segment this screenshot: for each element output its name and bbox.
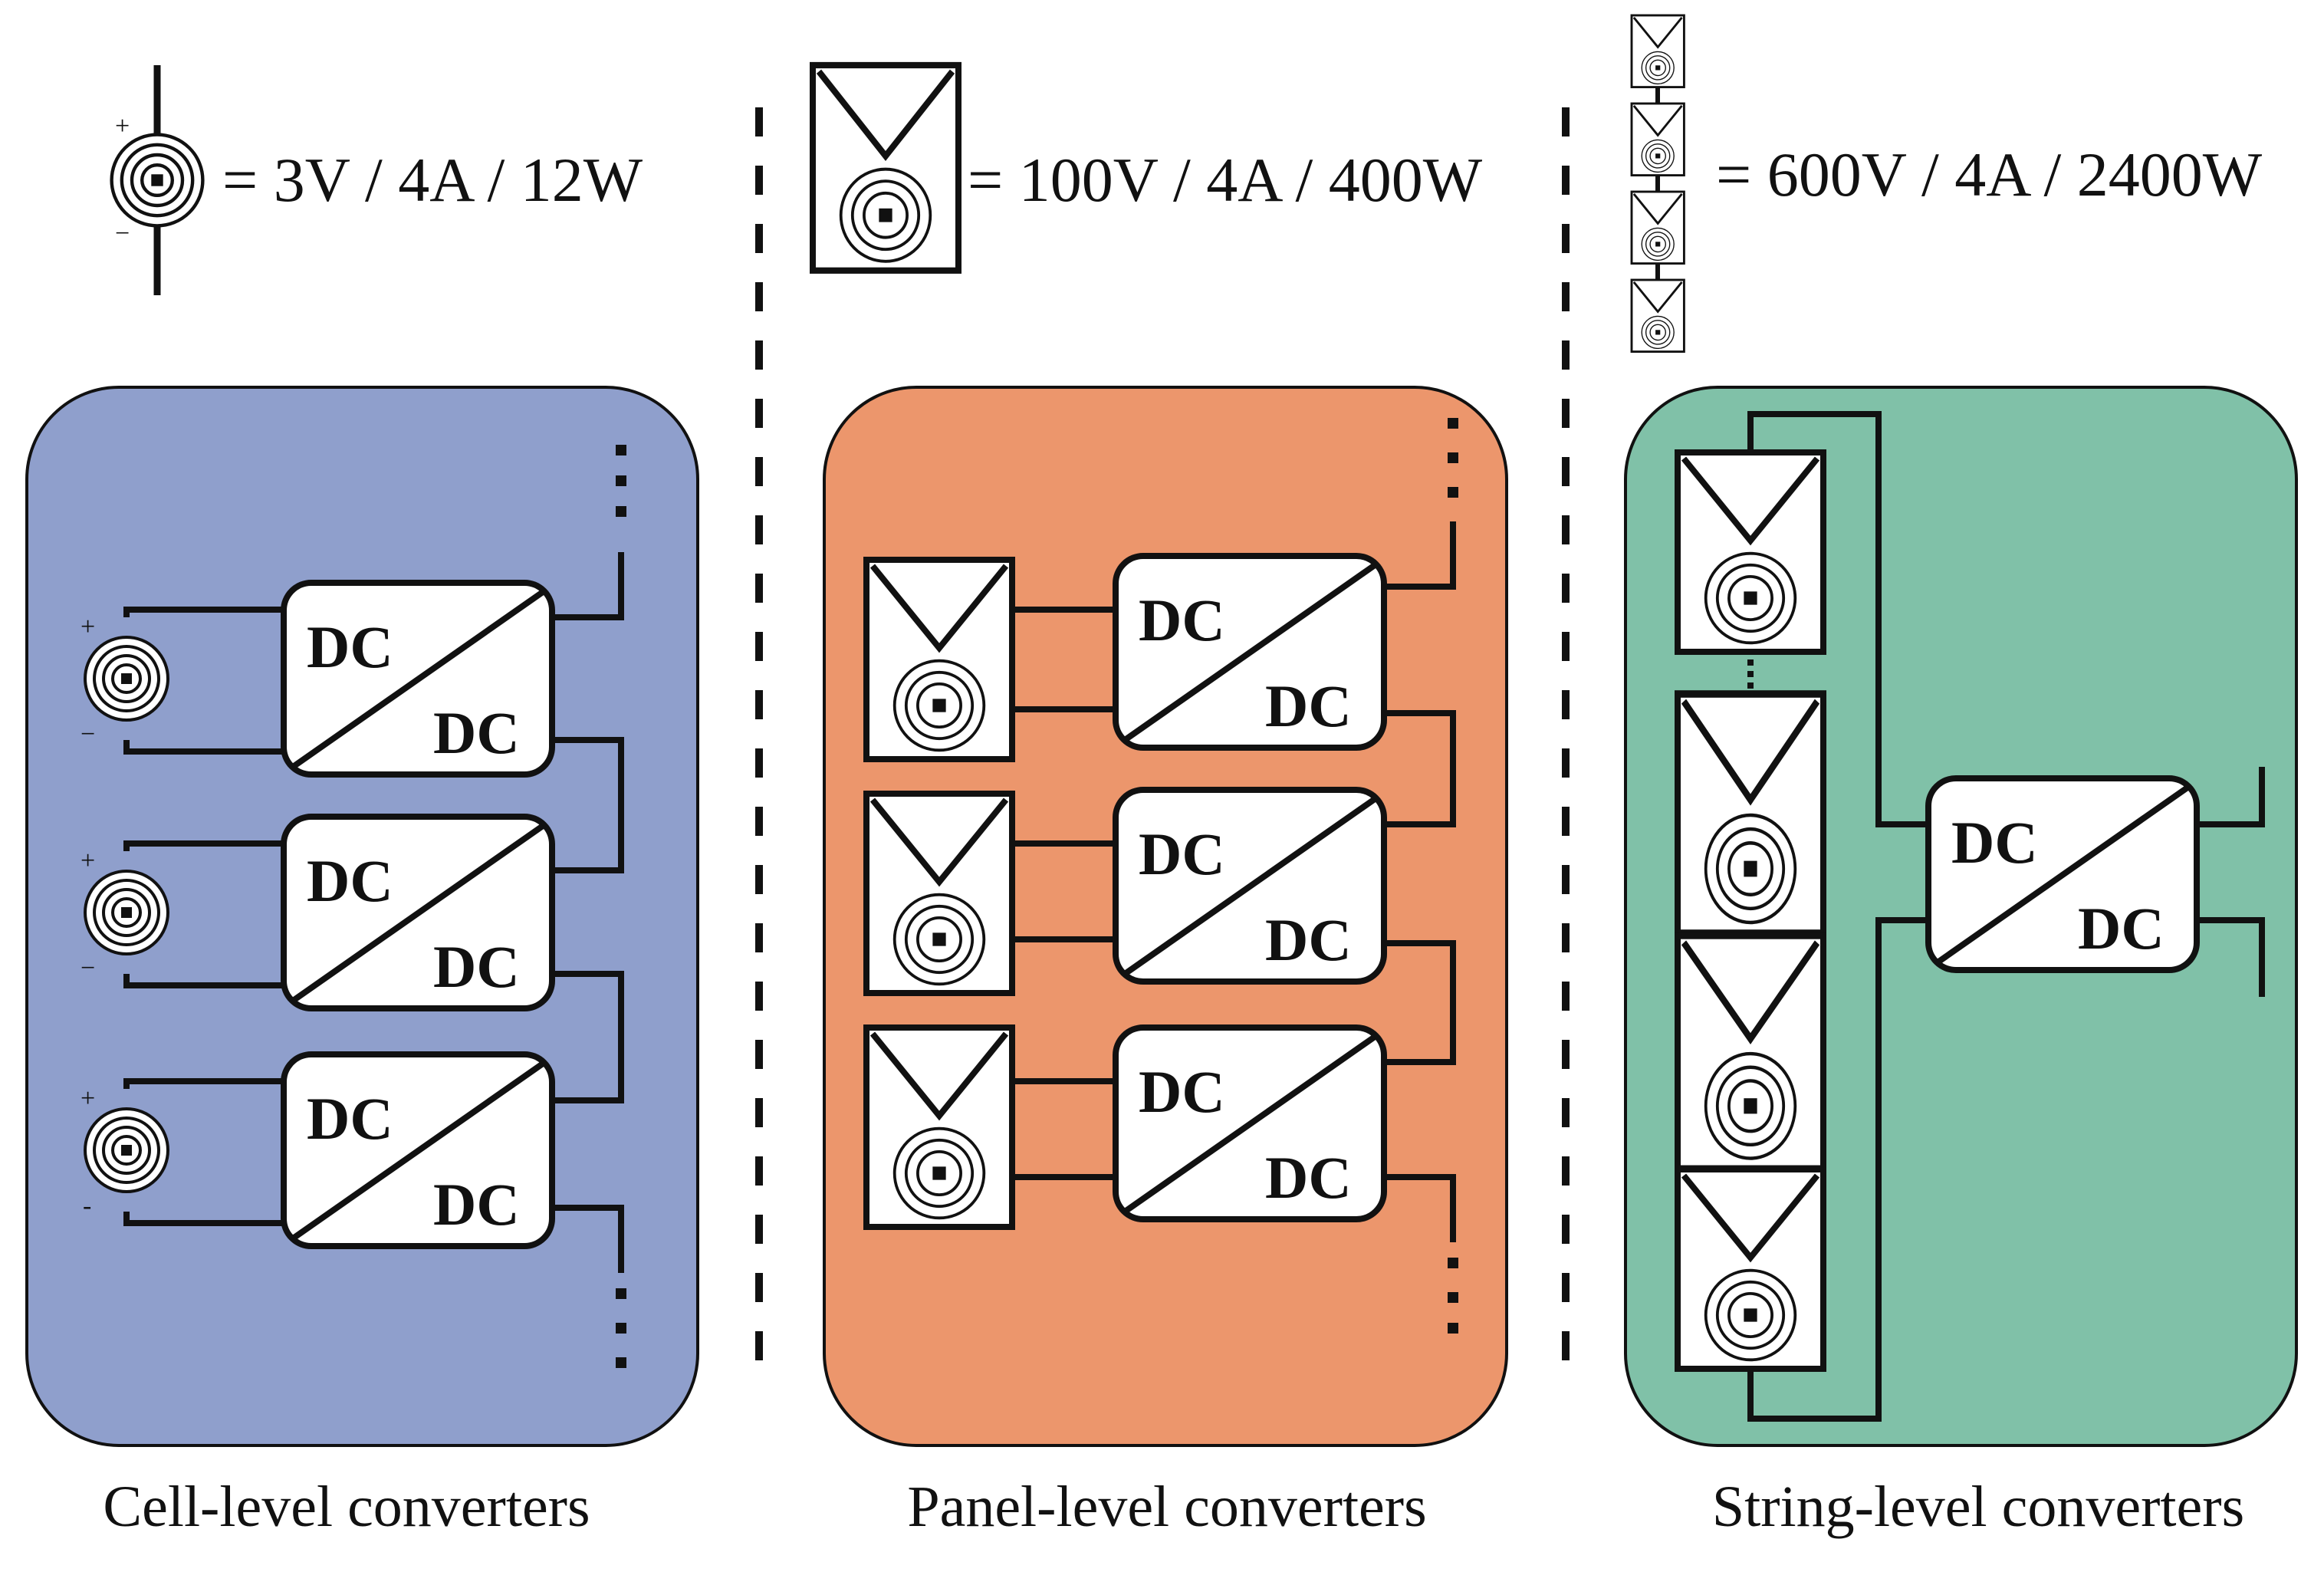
pv-panel-icon bbox=[1678, 694, 1823, 933]
dc-dc-converter: DC DC bbox=[1928, 778, 2197, 970]
pv-cell-icon bbox=[84, 636, 169, 722]
converter-output-label: DC bbox=[433, 1171, 520, 1238]
dc-dc-converter: DC DC bbox=[1116, 556, 1384, 748]
converter-input-label: DC bbox=[307, 1085, 393, 1152]
pv-panel-icon bbox=[866, 560, 1012, 759]
minus-sign: − bbox=[115, 219, 130, 248]
converter-input-label: DC bbox=[1139, 1058, 1225, 1125]
pv-string bbox=[1678, 452, 1823, 1369]
converter-input-label: DC bbox=[307, 847, 393, 914]
converter-input-label: DC bbox=[1139, 587, 1225, 653]
converter-output-label: DC bbox=[433, 933, 520, 1000]
minus-sign: - bbox=[83, 1192, 91, 1220]
legend-cell-rating: = 3V / 4A / 12W bbox=[222, 145, 643, 215]
legend-string-rating: = 600V / 4A / 2400W bbox=[1716, 140, 2263, 209]
legend-string: = 600V / 4A / 2400W bbox=[1630, 14, 2263, 354]
converter-output-label: DC bbox=[1265, 673, 1352, 739]
converter-output-label: DC bbox=[2078, 895, 2165, 962]
legend-panel: = 100V / 4A / 400W bbox=[813, 65, 1483, 271]
pv-cell-icon bbox=[84, 870, 169, 955]
pv-panel-icon bbox=[1678, 1169, 1823, 1369]
legend-panel-rating: = 100V / 4A / 400W bbox=[968, 145, 1483, 215]
minus-sign: − bbox=[81, 720, 95, 748]
pv-cell-icon bbox=[112, 135, 203, 226]
cell-converter-unit: + − DC DC bbox=[81, 817, 552, 1008]
plus-sign: + bbox=[81, 613, 95, 641]
plus-sign: + bbox=[115, 112, 130, 140]
pv-panel-icon bbox=[813, 65, 958, 271]
plus-sign: + bbox=[81, 1084, 95, 1113]
pv-string-icon bbox=[1630, 14, 1685, 354]
dc-dc-converter: DC DC bbox=[284, 817, 552, 1008]
string-level-group: DC DC String-level converters bbox=[1624, 386, 2298, 1539]
panel-level-group: DC DC DC DC DC DC Panel-level convert bbox=[823, 386, 1508, 1539]
pv-panel-icon bbox=[1678, 452, 1823, 652]
panel-converter-unit: DC DC bbox=[866, 790, 1384, 993]
pv-cell-icon bbox=[84, 1107, 169, 1193]
converter-output-label: DC bbox=[433, 699, 520, 766]
pv-panel-icon bbox=[866, 794, 1012, 993]
cell-converter-unit: + − DC DC bbox=[81, 583, 552, 774]
converter-input-label: DC bbox=[1139, 821, 1225, 887]
string-level-caption: String-level converters bbox=[1712, 1475, 2244, 1539]
converter-input-label: DC bbox=[307, 613, 393, 680]
converter-output-label: DC bbox=[1265, 906, 1352, 973]
dc-dc-converter: DC DC bbox=[284, 583, 552, 774]
converter-input-label: DC bbox=[1951, 809, 2038, 876]
minus-sign: − bbox=[81, 954, 95, 982]
dc-dc-converter: DC DC bbox=[284, 1054, 552, 1246]
pv-panel-icon bbox=[1678, 936, 1823, 1169]
legend-cell: + − = 3V / 4A / 12W bbox=[112, 65, 643, 295]
cell-converter-unit: + - DC DC bbox=[81, 1054, 552, 1246]
dc-dc-converter: DC DC bbox=[1116, 790, 1384, 982]
panel-converter-unit: DC DC bbox=[866, 556, 1384, 759]
plus-sign: + bbox=[81, 847, 95, 875]
panel-level-caption: Panel-level converters bbox=[907, 1475, 1426, 1539]
cell-level-group: + − DC DC + − DC DC + - bbox=[25, 386, 699, 1539]
dc-dc-converter: DC DC bbox=[1116, 1028, 1384, 1219]
pv-panel-icon bbox=[866, 1028, 1012, 1227]
converter-output-label: DC bbox=[1265, 1144, 1352, 1211]
panel-converter-unit: DC DC bbox=[866, 1028, 1384, 1227]
cell-level-caption: Cell-level converters bbox=[103, 1475, 590, 1539]
